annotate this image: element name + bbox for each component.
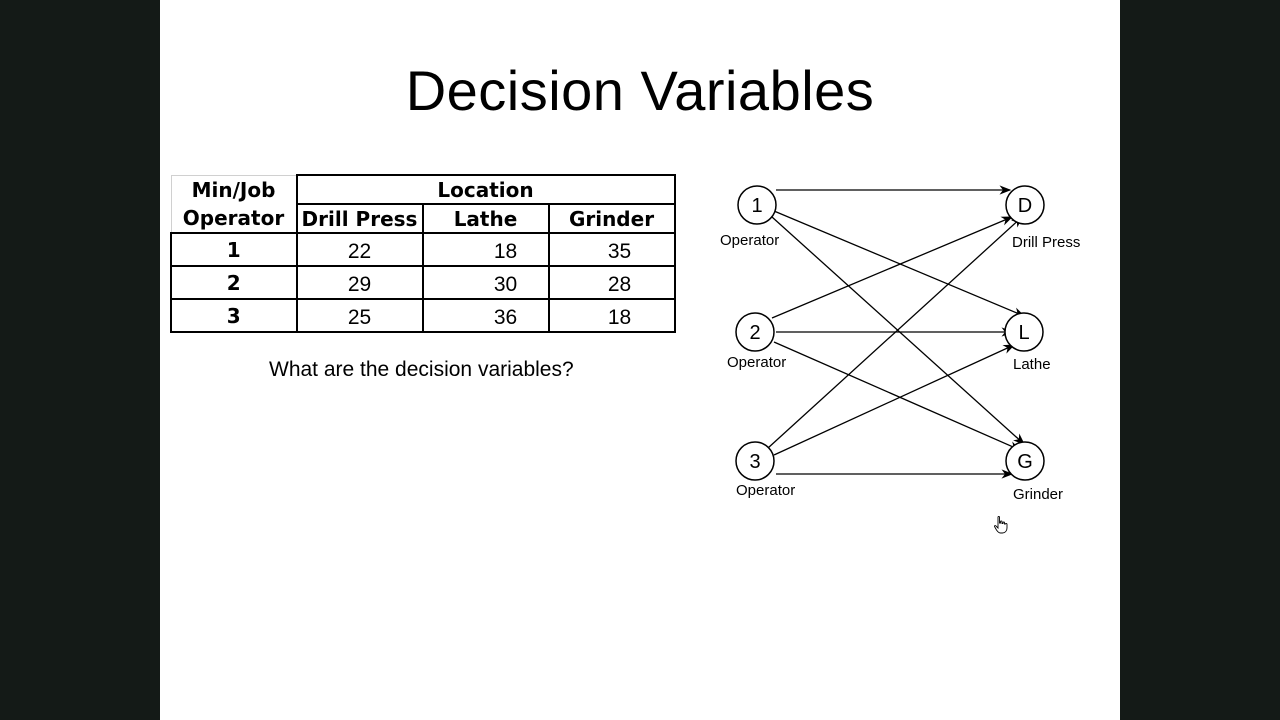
table-cell: 22 [295, 232, 424, 267]
table-cell: 35 [547, 232, 676, 267]
location-node-lathe: L Lathe [1004, 312, 1051, 373]
location-node-g-label: G [1017, 451, 1033, 473]
table-cell: 30 [421, 265, 550, 300]
arrow-2-to-g [773, 341, 1022, 451]
arrow-1-to-l [773, 210, 1026, 317]
location-node-g-caption: Grinder [1013, 486, 1063, 503]
row-header-operator: 1 [170, 232, 298, 267]
table-row: 2 29 30 28 [170, 265, 676, 300]
slide-title: Decision Variables [405, 59, 875, 122]
table-header-row: Min/Job Location [170, 174, 676, 205]
table-cell: 28 [547, 265, 676, 300]
minutes-per-job-table: Min/Job Location Operator Drill Press La… [170, 174, 676, 333]
arrow-2-to-d [771, 216, 1014, 319]
row-header-operator: 3 [170, 298, 298, 333]
assignment-network-diagram: 1 Operator 2 Operator 3 Operator D Drill… [720, 185, 1080, 503]
operator-node-1-label: 1 [751, 195, 762, 217]
hand-pointer-icon [994, 516, 1008, 534]
table-row: 1 22 18 35 [170, 232, 676, 267]
arrow-3-to-d [767, 216, 1023, 449]
location-group-header: Location [295, 174, 676, 205]
table-cell: 25 [295, 298, 424, 333]
location-node-l-caption: Lathe [1013, 356, 1051, 373]
table-column-header-row: Operator Drill Press Lathe Grinder [170, 203, 676, 234]
operator-node-2: 2 Operator [727, 312, 786, 371]
column-header-lathe: Lathe [421, 203, 550, 234]
operator-node-1-caption: Operator [720, 232, 779, 249]
operator-node-2-label: 2 [749, 322, 760, 344]
location-node-d-caption: Drill Press [1012, 234, 1080, 251]
table-cell: 18 [421, 232, 550, 267]
question-text: What are the decision variables? [269, 358, 574, 381]
row-header-operator: 2 [170, 265, 298, 300]
corner-header-min-job: Min/Job [170, 174, 298, 204]
operator-node-2-caption: Operator [727, 354, 786, 371]
operator-node-3-caption: Operator [736, 482, 795, 499]
slide: Decision Variables Min/Job Location Oper… [160, 0, 1120, 720]
table-cell: 36 [421, 298, 550, 333]
corner-header-operator: Operator [170, 204, 298, 234]
location-node-d-label: D [1018, 195, 1032, 217]
operator-node-1: 1 Operator [720, 185, 779, 249]
column-header-drill-press: Drill Press [295, 203, 424, 234]
location-node-l-label: L [1018, 322, 1029, 344]
table-cell: 18 [547, 298, 676, 333]
table-cell: 29 [295, 265, 424, 300]
location-node-drill-press: D Drill Press [1005, 185, 1080, 251]
table-row: 3 25 36 18 [170, 298, 676, 333]
operator-node-3-label: 3 [749, 451, 760, 473]
column-header-grinder: Grinder [547, 203, 676, 234]
operator-node-3: 3 Operator [735, 441, 795, 499]
location-node-grinder: G Grinder [1005, 441, 1063, 503]
arrow-3-to-l [773, 344, 1016, 456]
